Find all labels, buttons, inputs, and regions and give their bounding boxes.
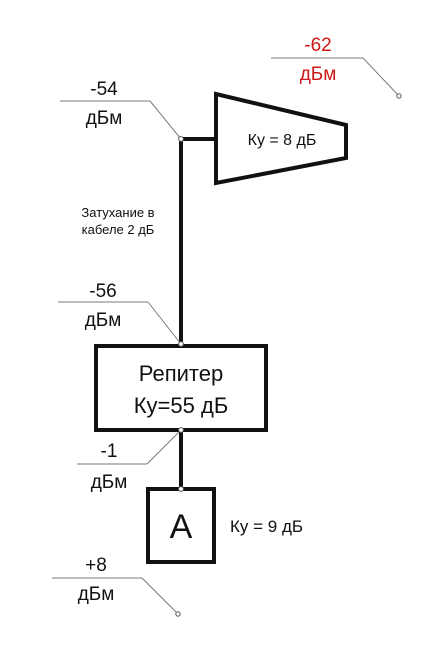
- level-unit: дБм: [300, 64, 337, 85]
- connection-dot: [178, 341, 184, 347]
- leader-line: [149, 100, 182, 140]
- cable-attenuation-line1: Затухание в: [81, 205, 154, 220]
- level-callout-antenna-output: +8 дБм: [52, 555, 181, 617]
- level-unit: дБм: [85, 310, 122, 331]
- amplifier-gain-label: Ку = 8 дБ: [248, 132, 317, 149]
- level-value: +8: [85, 555, 107, 576]
- repeater-title: Репитер: [139, 361, 223, 386]
- antenna: А Ку = 9 дБ: [146, 487, 303, 564]
- level-value: -56: [89, 281, 116, 302]
- connection-dot: [178, 427, 184, 433]
- level-callout-amp-output: -54 дБм: [60, 79, 184, 142]
- level-value: -62: [304, 35, 331, 56]
- leader-line: [147, 301, 182, 345]
- antenna-gain-label: Ку = 9 дБ: [230, 517, 303, 536]
- repeater-gain: Ку=55 дБ: [134, 393, 229, 418]
- cable-attenuation-line2: кабеле 2 дБ: [82, 222, 155, 237]
- level-callout-repeater-output: -1 дБм: [77, 427, 184, 493]
- level-callout-amp-input: -62 дБм: [271, 35, 402, 99]
- connection-dot: [178, 136, 184, 142]
- connection-dot: [175, 611, 181, 617]
- level-unit: дБм: [86, 108, 123, 129]
- amplifier: Ку = 8 дБ: [214, 91, 348, 186]
- antenna-symbol: А: [170, 508, 193, 546]
- connection-dot: [178, 486, 184, 492]
- leader-line: [362, 57, 400, 97]
- level-unit: дБм: [91, 472, 128, 493]
- leader-line: [146, 429, 182, 465]
- leader-line: [141, 577, 179, 615]
- level-unit: дБм: [78, 584, 115, 605]
- amplifier-shape: [214, 91, 348, 186]
- repeater-box: [94, 344, 268, 432]
- level-callout-repeater-input: -56 дБм: [58, 281, 184, 347]
- level-value: -1: [101, 441, 118, 462]
- repeater: Репитер Ку=55 дБ: [94, 344, 268, 432]
- connection-dot: [396, 93, 402, 99]
- level-value: -54: [90, 79, 118, 100]
